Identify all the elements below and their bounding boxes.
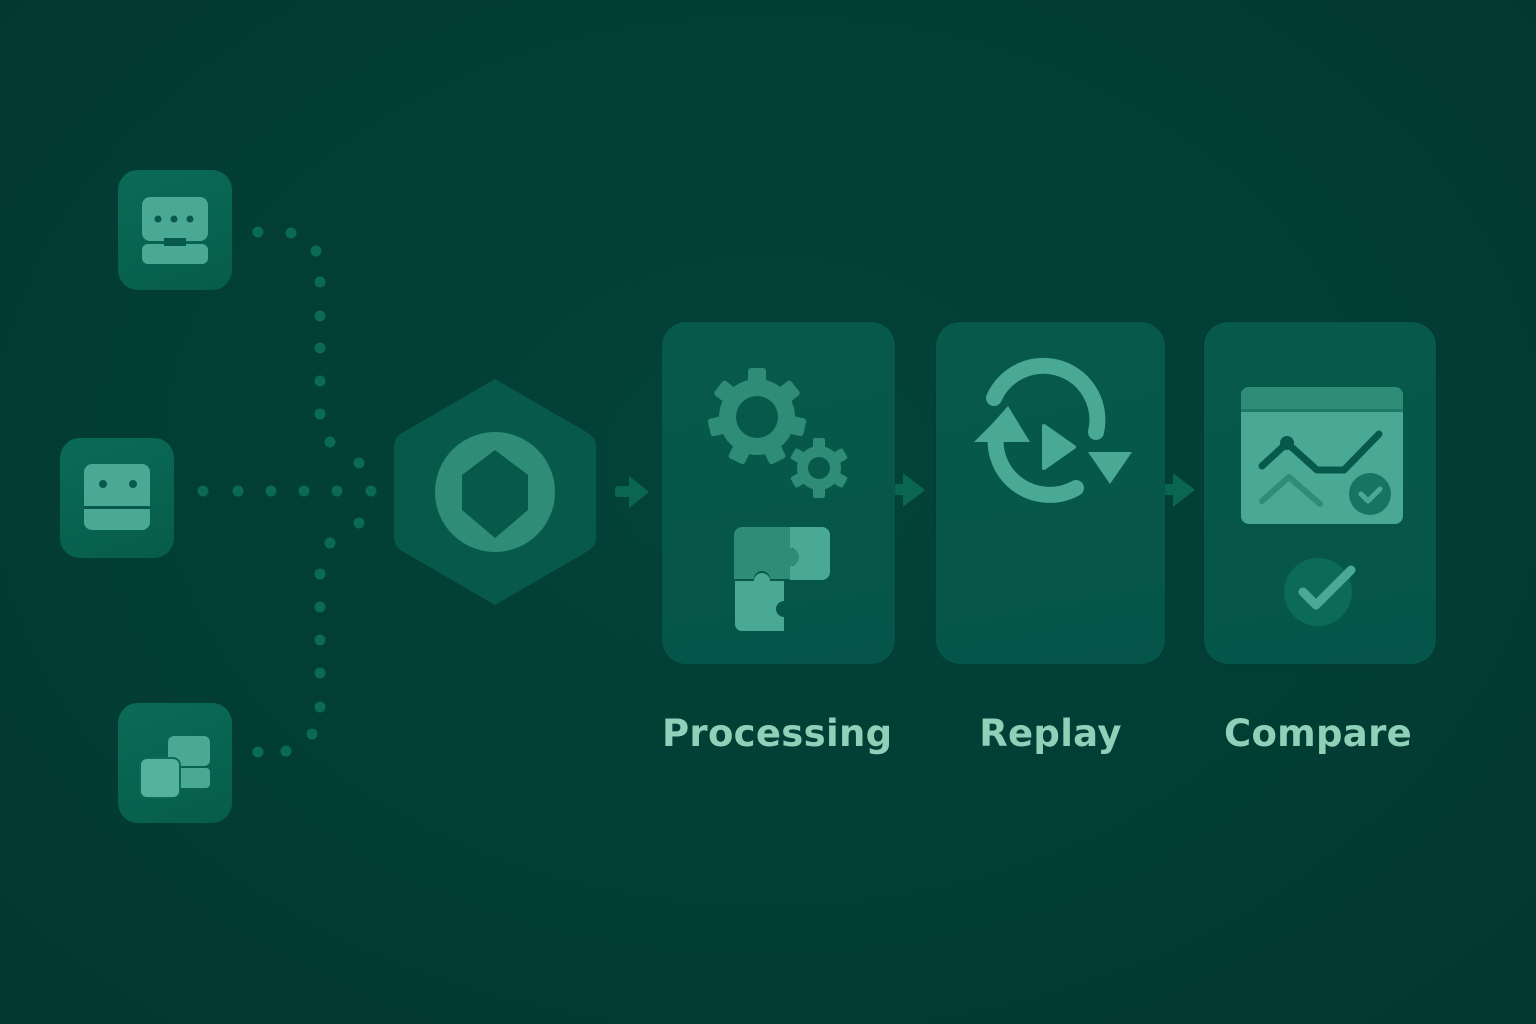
stage-label-compare: Compare [1223, 712, 1413, 755]
chat-bot-icon [142, 197, 208, 264]
check-circle-icon [1284, 558, 1356, 626]
replay-cycle-icon [974, 357, 1132, 503]
chart-window-icon [1241, 387, 1403, 524]
stage-card-compare[interactable] [1204, 322, 1436, 664]
robot-face-icon [84, 464, 150, 530]
source-tile-windows[interactable] [118, 703, 232, 823]
arrow-replay-to-compare [1163, 473, 1195, 507]
hexagon-nut-icon [394, 379, 596, 605]
stage-label-replay: Replay [979, 712, 1122, 755]
arrow-processing-to-replay [893, 473, 925, 507]
puzzle-icon [734, 527, 830, 631]
stacked-windows-icon [139, 736, 210, 799]
hub-node[interactable] [392, 375, 598, 609]
stage-label-processing: Processing [662, 712, 893, 755]
stage-card-processing[interactable] [662, 322, 895, 664]
stage-card-replay[interactable] [936, 322, 1165, 664]
gears-icon [707, 368, 848, 498]
source-tile-robot[interactable] [60, 438, 174, 558]
source-tile-chat-bot[interactable] [118, 170, 232, 290]
arrow-hub-to-processing [615, 476, 649, 508]
